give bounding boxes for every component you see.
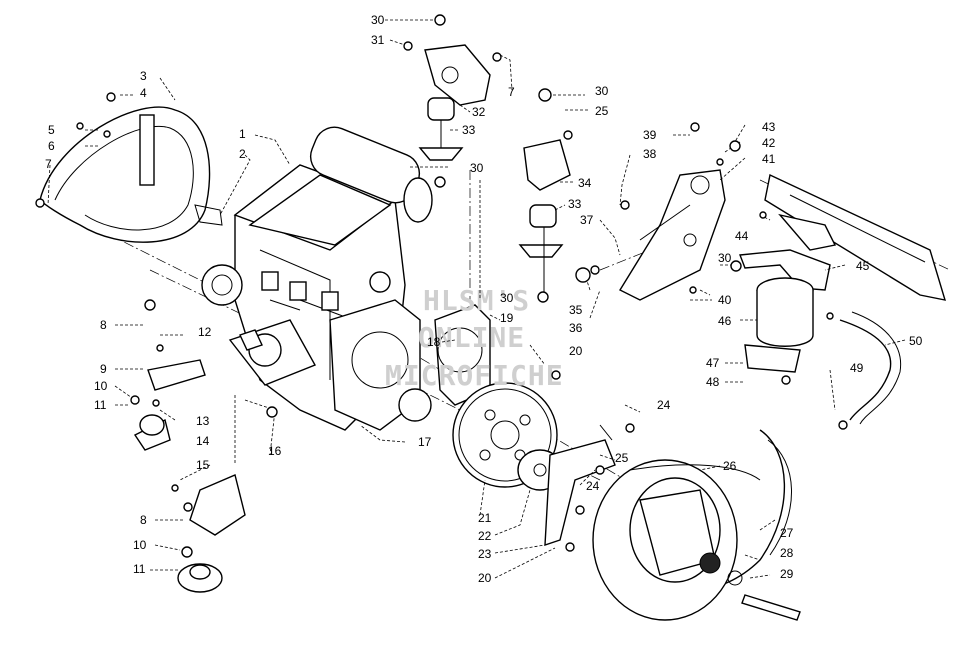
callout: 37 [580, 213, 594, 227]
callout: 25 [615, 451, 629, 465]
callout: 25 [595, 104, 609, 118]
callout: 35 [569, 303, 583, 317]
callout: 29 [780, 567, 794, 581]
callout: 44 [735, 229, 749, 243]
callout: 31 [371, 33, 385, 47]
filter-canister [739, 249, 831, 373]
callout: 6 [48, 139, 55, 153]
callout: 19 [500, 311, 514, 325]
callout: 49 [850, 361, 864, 375]
callout: 32 [472, 105, 486, 119]
callout: 39 [643, 128, 657, 142]
callout: 14 [196, 434, 210, 448]
callout: 5 [48, 123, 55, 137]
callout: 30 [500, 291, 514, 305]
callout: 4 [140, 86, 147, 100]
callout: 17 [418, 435, 432, 449]
hardware [35, 14, 848, 558]
hose [839, 311, 902, 425]
callout: 24 [657, 398, 671, 412]
callout: 3 [140, 69, 147, 83]
callout: 33 [462, 123, 476, 137]
callout: 46 [718, 314, 732, 328]
callout: 16 [268, 444, 282, 458]
callout: 42 [762, 136, 776, 150]
frame-rail [764, 173, 947, 301]
watermark-line-1: HLSM'S [423, 284, 530, 317]
callout: 40 [718, 293, 732, 307]
callout: 23 [478, 547, 492, 561]
callout: 36 [569, 321, 583, 335]
callout: 8 [140, 513, 147, 527]
callout: 28 [780, 546, 794, 560]
flywheel-assembly [398, 304, 563, 491]
drive-clutch [592, 429, 801, 621]
callout: 30 [371, 13, 385, 27]
callout: 20 [569, 344, 583, 358]
callout: 48 [706, 375, 720, 389]
callout: 45 [856, 259, 870, 273]
callout: 30 [595, 84, 609, 98]
callout: 26 [723, 459, 737, 473]
callout: 30 [718, 251, 732, 265]
callout: 24 [586, 479, 600, 493]
engine-mount-bracket [619, 169, 726, 301]
callout: 11 [94, 398, 107, 412]
callout: 20 [478, 571, 492, 585]
top-bracket-assembly [418, 44, 571, 292]
callout: 9 [100, 362, 107, 376]
callout: 22 [478, 529, 492, 543]
callout: 8 [100, 318, 107, 332]
callout: 33 [568, 197, 582, 211]
belt-guard [39, 106, 223, 243]
callout: 7 [45, 157, 52, 171]
callout: 10 [133, 538, 147, 552]
callout: 41 [762, 152, 776, 166]
callout: 12 [198, 325, 212, 339]
callout: 50 [909, 334, 923, 348]
callout: 34 [578, 176, 592, 190]
watermark-line-3: MICROFICHE [385, 359, 564, 392]
callout: 27 [780, 526, 794, 540]
callout: 1 [239, 127, 246, 141]
callout: 13 [196, 414, 210, 428]
callout: 11 [133, 562, 146, 576]
callout: 15 [196, 458, 210, 472]
callout: 7 [508, 85, 515, 99]
callout: 21 [478, 511, 492, 525]
callout: 30 [470, 161, 484, 175]
callout: 10 [94, 379, 108, 393]
lower-mounts [133, 329, 263, 593]
leader-lines [47, 19, 906, 579]
callout: 2 [239, 147, 246, 161]
watermark: HLSM'S ONLINE MICROFICHE [385, 284, 564, 392]
callout: 43 [762, 120, 776, 134]
callout: 38 [643, 147, 657, 161]
watermark-line-2: ONLINE [418, 321, 525, 354]
callout: 47 [706, 356, 720, 370]
callouts: 30 31 7 32 33 30 30 25 34 33 3 4 5 6 7 1… [45, 13, 923, 585]
callout: 18 [427, 335, 441, 349]
